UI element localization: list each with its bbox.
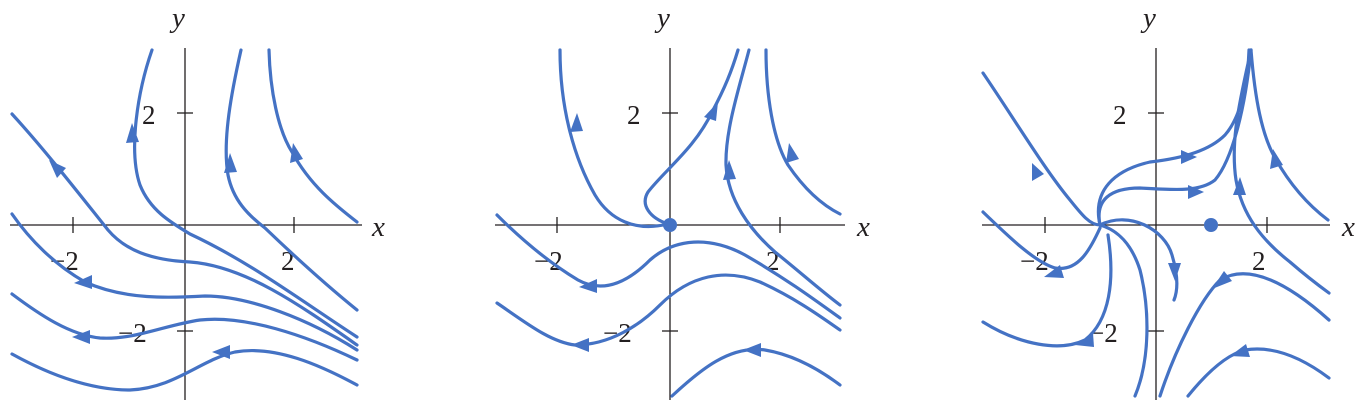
flow-arrow xyxy=(1270,149,1283,169)
trajectory xyxy=(1249,48,1330,222)
trajectory xyxy=(1186,347,1331,398)
trajectory xyxy=(133,48,359,339)
y-axis-label: y xyxy=(1140,2,1156,34)
flow-arrow xyxy=(570,113,583,132)
flow-arrow xyxy=(1032,163,1044,181)
x-tick-label-2: 2 xyxy=(1252,246,1266,276)
flow-arrow xyxy=(704,102,718,121)
flow-arrow xyxy=(1044,265,1064,278)
flow-arrow xyxy=(290,143,303,163)
y-tick-label-2: 2 xyxy=(627,100,641,130)
flow-arrow xyxy=(743,343,761,357)
flow-arrow xyxy=(1233,177,1246,195)
equilibrium-point xyxy=(1204,218,1218,232)
trajectory xyxy=(224,48,359,312)
flow-arrow xyxy=(786,143,799,163)
trajectory xyxy=(724,48,842,307)
y-tick-label-2: 2 xyxy=(1113,100,1127,130)
x-axis-label: x xyxy=(371,211,385,243)
y-tick-label-2: 2 xyxy=(142,100,156,130)
trajectory xyxy=(10,349,359,392)
trajectory xyxy=(267,48,359,224)
trajectory xyxy=(1096,48,1251,227)
flow-arrow xyxy=(1168,263,1181,281)
phase-portrait-middle: x y −2 2 2 −2 xyxy=(495,2,870,400)
flow-arrow xyxy=(723,160,736,180)
trajectory xyxy=(1098,223,1149,398)
equilibrium-point xyxy=(663,218,677,232)
flow-arrow xyxy=(579,279,597,293)
flow-arrow xyxy=(49,160,66,178)
flow-arrow xyxy=(224,153,237,173)
trajectory xyxy=(1158,272,1331,398)
trajectory xyxy=(1232,48,1331,295)
y-tick-label-neg2: −2 xyxy=(603,318,632,348)
trajectory xyxy=(764,48,842,216)
y-axis-label: y xyxy=(654,2,670,34)
flow-arrow xyxy=(1230,344,1250,357)
trajectory xyxy=(643,48,740,226)
flow-arrow xyxy=(1188,185,1204,199)
x-axis-label: x xyxy=(1341,211,1355,243)
flow-arrow xyxy=(72,330,90,344)
flow-arrow xyxy=(74,275,92,289)
trajectory xyxy=(495,213,842,320)
x-axis-label: x xyxy=(856,211,870,243)
flow-arrow xyxy=(212,345,230,359)
trajectory xyxy=(981,210,1102,271)
flow-arrow xyxy=(571,338,589,352)
trajectory xyxy=(1098,218,1179,302)
trajectory xyxy=(558,48,670,229)
y-axis-label: y xyxy=(169,2,185,34)
trajectory xyxy=(10,212,359,352)
trajectory xyxy=(10,292,359,362)
trajectory xyxy=(495,273,842,347)
trajectory xyxy=(670,347,842,398)
phase-portrait-right: x y −2 2 2 −2 xyxy=(981,2,1355,400)
flow-arrow xyxy=(126,123,139,143)
flow-arrow xyxy=(1181,150,1197,164)
trajectory xyxy=(981,71,1102,227)
phase-portrait-left: x y −2 2 2 −2 xyxy=(10,2,385,400)
trajectory xyxy=(1097,48,1253,227)
flow-arrow xyxy=(1075,333,1094,347)
flow-arrow xyxy=(1212,271,1232,289)
